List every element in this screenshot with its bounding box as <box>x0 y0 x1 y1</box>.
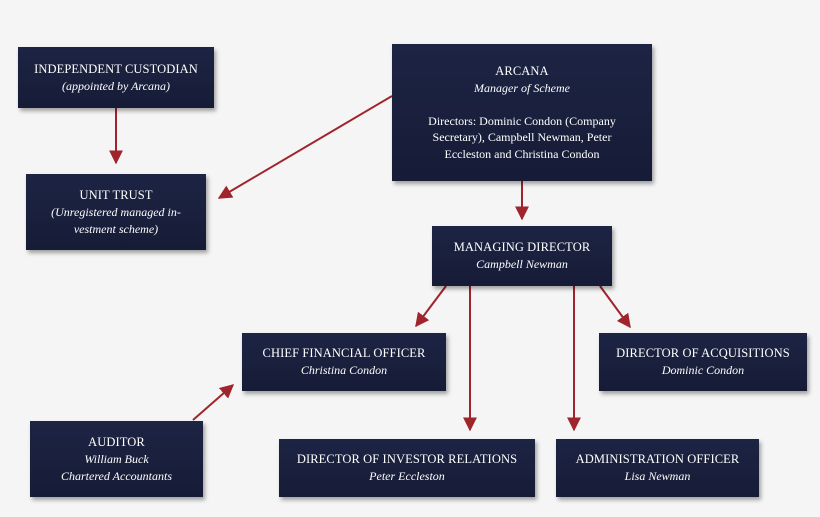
custodian-subtitle: (appointed by Arcana) <box>62 78 170 93</box>
auditor-firm-line-1: William Buck <box>84 451 149 466</box>
arrow-arcana-to-unit-trust <box>217 95 393 199</box>
managing-director-title: MANAGING DIRECTOR <box>453 240 591 254</box>
custodian-title: INDEPENDENT CUSTODIAN <box>34 61 198 76</box>
investor-relations-box: DIRECTOR OF INVESTOR RELATIONS Peter Ecc… <box>279 439 535 497</box>
arcana-subtitle: Manager of Scheme <box>474 80 570 95</box>
cfo-box: CHIEF FINANCIAL OFFICER Christina Condon <box>242 333 446 391</box>
managing-director-name: Campbell Newman <box>476 257 568 271</box>
unit-trust-subtitle-line-2: vestment scheme) <box>73 221 159 236</box>
acquisitions-name: Dominic Condon <box>661 363 745 377</box>
admin-officer-box: ADMINISTRATION OFFICER Lisa Newman <box>556 439 759 497</box>
unit-trust-box: UNIT TRUST (Unregistered managed in- ves… <box>26 174 206 250</box>
arrow-md-to-acquisitions <box>599 285 631 329</box>
arcana-directors-line-3: Eccleston and Christina Condon <box>444 146 600 161</box>
managing-director-box: MANAGING DIRECTOR Campbell Newman <box>432 226 612 286</box>
investor-relations-name: Peter Eccleston <box>369 469 445 483</box>
arrow-auditor-to-cfo <box>192 384 235 421</box>
admin-officer-name: Lisa Newman <box>624 469 691 483</box>
auditor-firm-line-2: Chartered Accountants <box>61 468 172 483</box>
cfo-title: CHIEF FINANCIAL OFFICER <box>262 346 426 360</box>
investor-relations-title: DIRECTOR OF INVESTOR RELATIONS <box>296 452 518 466</box>
acquisitions-title: DIRECTOR OF ACQUISITIONS <box>616 346 790 360</box>
arcana-directors-line-2: Secretary), Campbell Newman, Peter <box>432 130 612 145</box>
unit-trust-subtitle-line-1: (Unregistered managed in- <box>51 204 181 219</box>
arcana-directors-line-1: Directors: Dominic Condon (Company <box>428 113 616 128</box>
arrow-md-to-cfo <box>415 285 447 328</box>
cfo-name: Christina Condon <box>300 363 388 377</box>
auditor-box: AUDITOR William Buck Chartered Accountan… <box>30 421 203 497</box>
admin-officer-title: ADMINISTRATION OFFICER <box>575 452 740 466</box>
arcana-title: ARCANA <box>495 63 549 78</box>
arcana-directors: Directors: Dominic Condon (Company Secre… <box>428 113 616 163</box>
arcana-box: ARCANA Manager of Scheme Directors: Domi… <box>392 44 652 181</box>
custodian-box: INDEPENDENT CUSTODIAN (appointed by Arca… <box>18 47 214 108</box>
acquisitions-box: DIRECTOR OF ACQUISITIONS Dominic Condon <box>599 333 807 391</box>
unit-trust-title: UNIT TRUST <box>79 187 153 202</box>
auditor-title: AUDITOR <box>88 434 145 449</box>
